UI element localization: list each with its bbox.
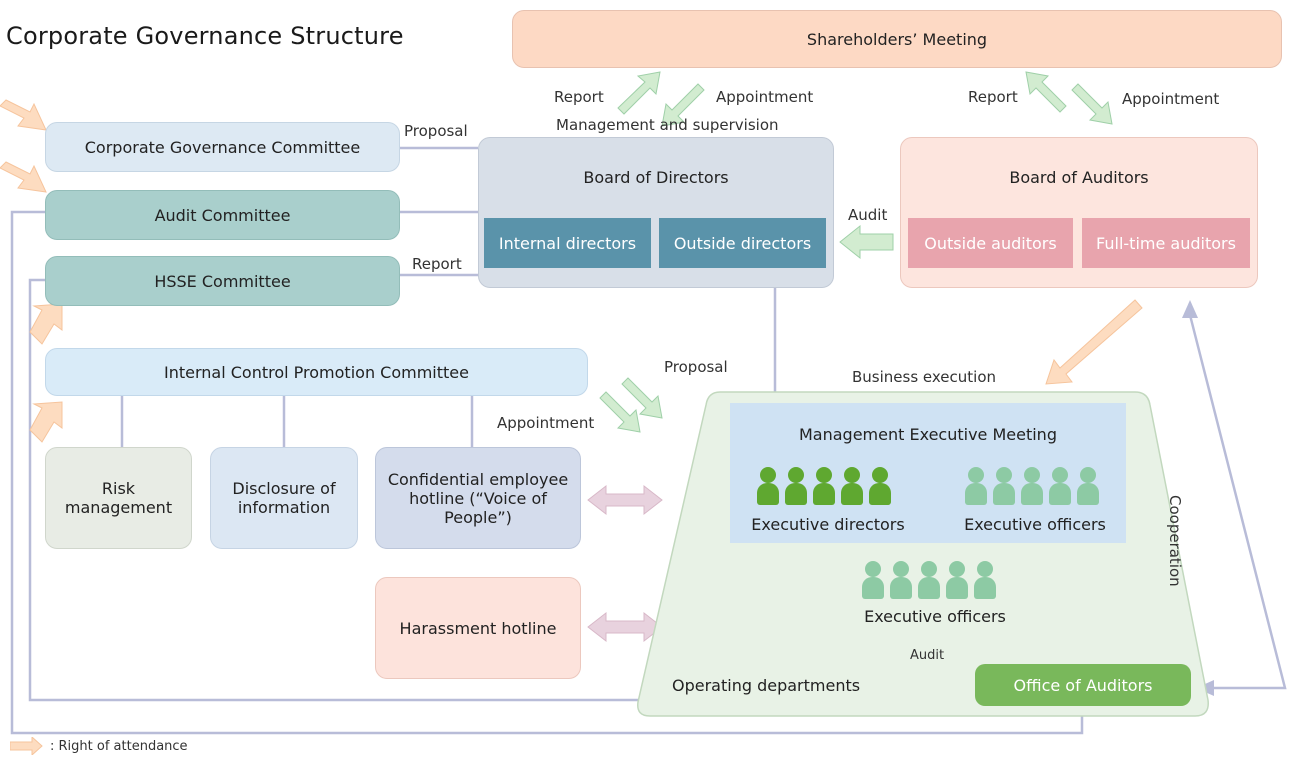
management-executive-meeting-title: Management Executive Meeting <box>799 425 1057 444</box>
audit-committee-label: Audit Committee <box>154 205 291 225</box>
disclosure-box: Disclosure of information <box>210 447 358 549</box>
hsse-committee-label: HSSE Committee <box>154 271 291 291</box>
appointment-label-mid: Appointment <box>497 414 595 432</box>
legend-text: : Right of attendance <box>50 738 188 754</box>
hsse-committee-box: HSSE Committee <box>45 256 400 306</box>
cooperation-arrowhead-top <box>1182 300 1198 318</box>
harassment-hotline-box: Harassment hotline <box>375 577 581 679</box>
fulltime-auditors-chip: Full-time auditors <box>1082 218 1250 268</box>
management-supervision-label: Management and supervision <box>556 116 779 134</box>
proposal-label-mid: Proposal <box>664 358 728 376</box>
operating-departments-label: Operating departments <box>672 676 861 695</box>
person-icon <box>785 467 807 507</box>
proposal-label-top: Proposal <box>404 122 468 140</box>
fulltime-auditors-label: Full-time auditors <box>1096 233 1236 253</box>
page-title: Corporate Governance Structure <box>6 22 404 50</box>
confidential-hotline-label: Confidential employee hotline (“Voice of… <box>387 469 569 527</box>
board-of-directors-box: Board of Directors Internal directors Ou… <box>478 137 834 288</box>
legend: : Right of attendance <box>10 737 188 755</box>
person-icon <box>757 467 779 507</box>
risk-management-box: Risk management <box>45 447 192 549</box>
audit-label-office: Audit <box>910 648 945 663</box>
internal-control-promotion-committee-box: Internal Control Promotion Committee <box>45 348 588 396</box>
outside-directors-label: Outside directors <box>673 233 812 253</box>
person-icon <box>841 467 863 507</box>
person-icon <box>965 467 987 507</box>
outside-auditors-chip: Outside auditors <box>908 218 1073 268</box>
harassment-hotline-label: Harassment hotline <box>399 618 557 638</box>
internal-directors-chip: Internal directors <box>484 218 651 268</box>
shareholders-meeting-label: Shareholders’ Meeting <box>806 29 988 49</box>
person-icon <box>974 561 996 601</box>
audit-committee-box: Audit Committee <box>45 190 400 240</box>
person-icon <box>1077 467 1099 507</box>
corporate-governance-committee-box: Corporate Governance Committee <box>45 122 400 172</box>
office-of-auditors-label: Office of Auditors <box>1013 675 1153 695</box>
report-label-right: Report <box>968 88 1018 106</box>
appointment-label-left: Appointment <box>716 88 814 106</box>
internal-directors-label: Internal directors <box>498 233 637 253</box>
cooperation-label: Cooperation <box>1166 495 1184 587</box>
disclosure-label: Disclosure of information <box>232 479 336 517</box>
executive-officers-lower-label: Executive officers <box>864 607 1006 626</box>
management-executive-meeting-box: Management Executive Meeting Executive d… <box>730 403 1126 543</box>
person-icon <box>1021 467 1043 507</box>
person-icon <box>1049 467 1071 507</box>
appointment-label-right: Appointment <box>1122 90 1220 108</box>
person-icon <box>946 561 968 601</box>
executive-directors-label: Executive directors <box>751 515 905 534</box>
right-of-attendance-arrow-icon <box>10 737 43 755</box>
person-icon <box>862 561 884 601</box>
person-icon <box>993 467 1015 507</box>
shareholders-meeting-box: Shareholders’ Meeting <box>512 10 1282 68</box>
internal-control-promotion-committee-label: Internal Control Promotion Committee <box>164 362 469 382</box>
business-execution-label: Business execution <box>852 368 997 386</box>
board-of-directors-title: Board of Directors <box>583 168 729 187</box>
report-label-left: Report <box>554 88 604 106</box>
person-icon <box>869 467 891 507</box>
person-icon <box>918 561 940 601</box>
person-icon <box>890 561 912 601</box>
risk-management-label: Risk management <box>64 479 173 517</box>
board-of-auditors-title: Board of Auditors <box>1009 168 1149 187</box>
office-of-auditors-box: Office of Auditors <box>975 664 1191 706</box>
outside-auditors-label: Outside auditors <box>924 233 1057 253</box>
confidential-hotline-box: Confidential employee hotline (“Voice of… <box>375 447 581 549</box>
person-icon <box>813 467 835 507</box>
outside-directors-chip: Outside directors <box>659 218 826 268</box>
audit-label-board: Audit <box>848 206 888 224</box>
report-label-hsse: Report <box>412 255 462 273</box>
executive-officers-label: Executive officers <box>964 515 1106 534</box>
board-of-auditors-box: Board of Auditors Outside auditors Full-… <box>900 137 1258 288</box>
corporate-governance-committee-label: Corporate Governance Committee <box>84 137 361 157</box>
